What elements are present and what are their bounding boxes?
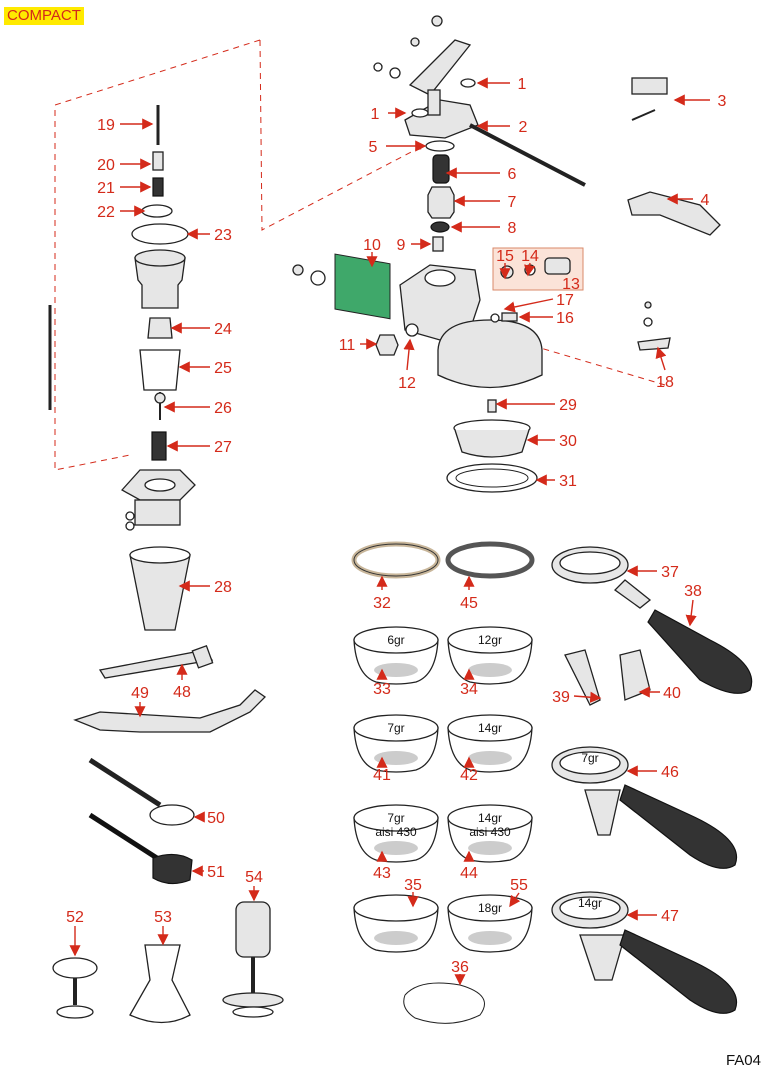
callout-38: 38 bbox=[684, 583, 702, 600]
callout-24: 24 bbox=[214, 321, 232, 338]
callout-42: 42 bbox=[460, 767, 478, 784]
lever-assembly-part bbox=[373, 15, 586, 252]
callout-10: 10 bbox=[363, 237, 381, 254]
callout-48: 48 bbox=[173, 684, 191, 701]
callout-35: 35 bbox=[404, 877, 422, 894]
leader-arrow bbox=[685, 599, 697, 627]
callout-50: 50 bbox=[207, 810, 225, 827]
model-tag: COMPACT bbox=[4, 7, 84, 25]
callout-1: 1 bbox=[518, 76, 527, 93]
basket-label: aisi 430 bbox=[375, 825, 417, 839]
basket-label: 14gr bbox=[478, 721, 502, 735]
callout-51: 51 bbox=[207, 864, 225, 881]
basket-label: 7gr bbox=[387, 811, 404, 825]
callout-53: 53 bbox=[154, 909, 172, 926]
callout-23: 23 bbox=[214, 227, 232, 244]
tools-parts bbox=[52, 644, 284, 1024]
callout-34: 34 bbox=[460, 681, 478, 698]
steam-valve-parts bbox=[48, 105, 196, 631]
callout-25: 25 bbox=[214, 360, 232, 377]
callout-8: 8 bbox=[508, 220, 517, 237]
callout-46: 46 bbox=[661, 764, 679, 781]
basket-label: 18gr bbox=[478, 901, 502, 915]
filter-basket: 14gr bbox=[447, 714, 533, 773]
diagram-code: FA04 bbox=[725, 1052, 761, 1069]
callout-1: 1 bbox=[371, 106, 380, 123]
callout-2: 2 bbox=[519, 119, 528, 136]
callout-45: 45 bbox=[460, 595, 478, 612]
callout-22: 22 bbox=[97, 204, 115, 221]
callout-20: 20 bbox=[97, 157, 115, 174]
leader-arrow bbox=[655, 346, 667, 371]
callout-47: 47 bbox=[661, 908, 679, 925]
callout-18: 18 bbox=[656, 374, 674, 391]
callout-52: 52 bbox=[66, 909, 84, 926]
callout-28: 28 bbox=[214, 579, 232, 596]
callout-3: 3 bbox=[718, 93, 727, 110]
callout-17: 17 bbox=[556, 292, 574, 309]
basket-label: aisi 430 bbox=[469, 825, 511, 839]
callout-14: 14 bbox=[521, 248, 539, 265]
callout-33: 33 bbox=[373, 681, 391, 698]
callout-39: 39 bbox=[552, 689, 570, 706]
basket-label: 12gr bbox=[478, 633, 502, 647]
callout-36: 36 bbox=[451, 959, 469, 976]
callout-44: 44 bbox=[460, 865, 478, 882]
portafilter-46-capacity: 7gr bbox=[581, 751, 598, 765]
group-head-body-part bbox=[292, 77, 721, 389]
callout-40: 40 bbox=[663, 685, 681, 702]
portafilters-parts: 7gr 14gr bbox=[551, 546, 753, 1014]
basket-label: 14gr bbox=[478, 811, 502, 825]
callout-26: 26 bbox=[214, 400, 232, 417]
basket-label: 6gr bbox=[387, 633, 404, 647]
callout-12: 12 bbox=[398, 375, 416, 392]
callout-13: 13 bbox=[562, 276, 580, 293]
callout-5: 5 bbox=[369, 139, 378, 156]
leader-arrow bbox=[509, 892, 521, 908]
callout-29: 29 bbox=[559, 397, 577, 414]
callout-11: 11 bbox=[339, 337, 356, 354]
callout-43: 43 bbox=[373, 865, 391, 882]
callout-41: 41 bbox=[373, 767, 391, 784]
callout-9: 9 bbox=[397, 237, 406, 254]
callout-16: 16 bbox=[556, 310, 574, 327]
leader-arrow bbox=[503, 298, 554, 313]
callout-15: 15 bbox=[496, 248, 514, 265]
leader-arrow bbox=[403, 338, 415, 371]
callout-4: 4 bbox=[701, 192, 710, 209]
callout-30: 30 bbox=[559, 433, 577, 450]
filter-basket: 7gr bbox=[353, 714, 439, 773]
callout-32: 32 bbox=[373, 595, 391, 612]
callout-49: 49 bbox=[131, 685, 149, 702]
filter-basket: 6gr bbox=[353, 626, 439, 685]
callout-31: 31 bbox=[559, 473, 577, 490]
leader-arrow bbox=[573, 691, 602, 703]
shower-screen-parts bbox=[446, 399, 538, 493]
callout-19: 19 bbox=[97, 117, 115, 134]
portafilter-47-capacity: 14gr bbox=[578, 896, 602, 910]
callout-6: 6 bbox=[508, 166, 517, 183]
leader-arrow bbox=[524, 262, 536, 277]
filter-basket bbox=[353, 894, 439, 953]
callout-37: 37 bbox=[661, 564, 679, 581]
callout-labels: 1123456789101112141516171819202122232425… bbox=[66, 76, 727, 986]
callout-7: 7 bbox=[508, 194, 517, 211]
callout-21: 21 bbox=[97, 180, 115, 197]
callout-54: 54 bbox=[245, 869, 263, 886]
basket-label: 7gr bbox=[387, 721, 404, 735]
filter-basket: 18gr bbox=[447, 894, 533, 953]
filter-basket: 12gr bbox=[447, 626, 533, 685]
callout-27: 27 bbox=[214, 439, 232, 456]
callout-55: 55 bbox=[510, 877, 528, 894]
